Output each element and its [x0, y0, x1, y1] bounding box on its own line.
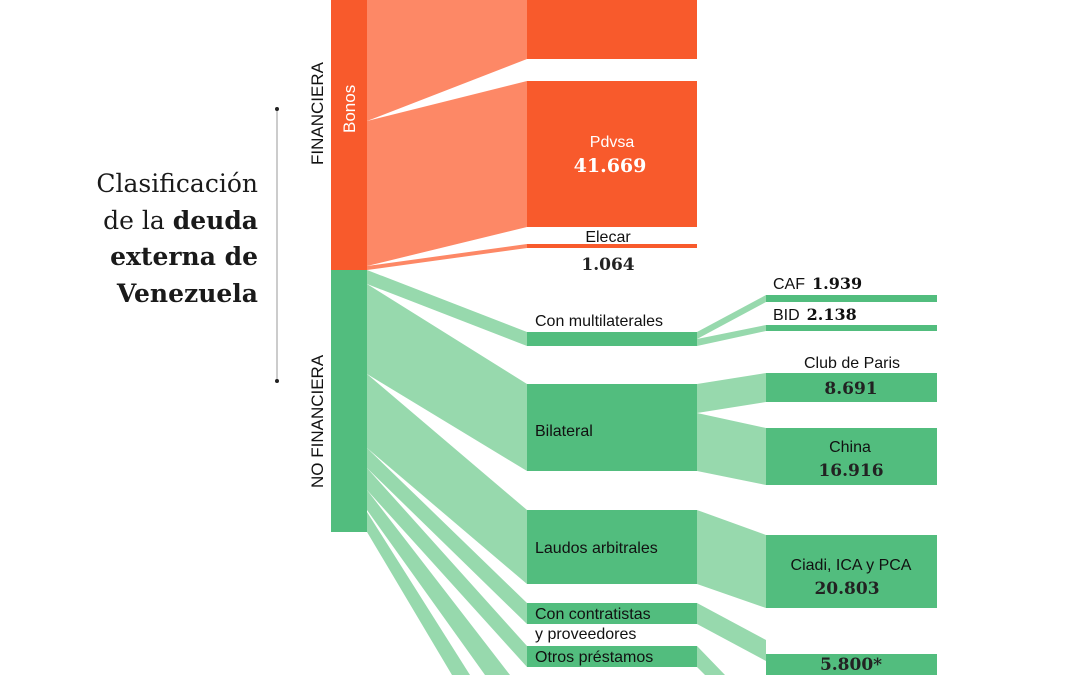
label-financiera: FINANCIERA [308, 61, 327, 165]
flow-club-paris [697, 373, 766, 413]
flow-ciadi [697, 510, 766, 608]
title-line-1: Clasificación [96, 169, 258, 198]
title-bold: externa de [110, 242, 258, 271]
financiera-flows [367, 0, 527, 270]
label-bilateral: Bilateral [535, 423, 593, 440]
node-laudos [527, 510, 697, 584]
flow-other-1 [367, 490, 510, 675]
value-elecar: 1.064 [581, 255, 634, 275]
flow-caf [697, 295, 766, 339]
node-caf [766, 295, 937, 302]
title-bold: Venezuela [116, 278, 258, 308]
node-pdvsa [527, 81, 697, 227]
label-caf: CAF [773, 276, 805, 293]
label-ciadi: Ciadi, ICA y PCA [791, 557, 912, 574]
caf-text: CAF 1.939 [773, 274, 862, 293]
node-bilateral [527, 384, 697, 471]
flow-otros [367, 468, 527, 667]
title-line-2: de la deuda [96, 203, 258, 240]
flow-otros-out [697, 646, 725, 675]
label-otros: Otros préstamos [535, 649, 653, 666]
title-line-3: externa de [96, 239, 258, 276]
node-contratistas [527, 603, 697, 624]
node-china [766, 428, 937, 485]
value-ciadi: 20.803 [814, 579, 879, 599]
no-financiera-flows [367, 270, 766, 675]
label-contratistas-1: Con contratistas [535, 606, 651, 623]
value-otros: 5.800* [820, 655, 882, 675]
node-financiera [331, 0, 367, 270]
label-multilaterales: Con multilaterales [535, 313, 663, 330]
bid-text: BID 2.138 [773, 305, 857, 324]
label-club-paris: Club de Paris [804, 355, 900, 372]
node-no-financiera [331, 270, 367, 532]
value-bid: 2.138 [807, 305, 857, 324]
flow-contratistas-out [697, 603, 766, 661]
label-elecar: Elecar [585, 229, 631, 246]
label-laudos: Laudos arbitrales [535, 540, 658, 557]
flow-bonos-top [367, 0, 527, 121]
flow-bilateral [367, 284, 527, 471]
bracket [275, 107, 279, 383]
label-contratistas-2: y proveedores [535, 626, 636, 643]
value-pdvsa: 41.669 [574, 155, 647, 177]
diagram-title: Clasificación de la deuda externa de Ven… [96, 166, 258, 312]
title-line-4: Venezuela [96, 276, 258, 313]
flow-laudos [367, 374, 527, 584]
flow-other-2 [367, 512, 470, 675]
node-bid [766, 325, 937, 331]
value-club-paris: 8.691 [824, 379, 877, 399]
flow-bid [697, 325, 766, 346]
node-otros [527, 646, 697, 667]
label-bid: BID [773, 307, 800, 324]
node-club-paris [766, 373, 937, 402]
title-bold: deuda [172, 205, 258, 235]
node-ciadi [766, 535, 937, 608]
flow-bonos-elecar [367, 244, 527, 270]
flow-multilaterales [367, 270, 527, 346]
node-multilaterales [527, 332, 697, 346]
flow-china [697, 413, 766, 485]
value-caf: 1.939 [812, 274, 862, 293]
value-china: 16.916 [818, 461, 883, 481]
label-bonos: Bonos [340, 85, 359, 133]
node-bonos-top [527, 0, 697, 59]
flow-contratistas [367, 448, 527, 624]
node-elecar [527, 244, 697, 248]
title-light: de la [103, 205, 173, 235]
label-no-financiera: NO FINANCIERA [308, 354, 327, 488]
label-pdvsa: Pdvsa [590, 134, 635, 151]
flow-bonos-pdvsa [367, 81, 527, 266]
label-china: China [829, 439, 871, 456]
node-otros-detail [766, 654, 937, 675]
